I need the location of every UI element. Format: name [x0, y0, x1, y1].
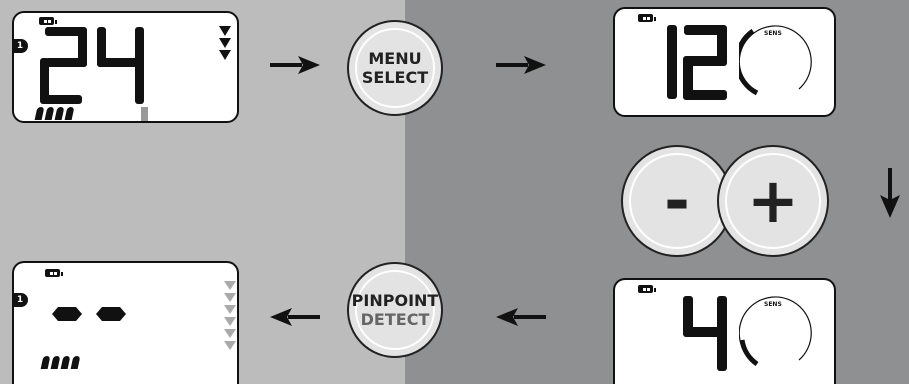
marker-block: [141, 107, 148, 121]
sensitivity-arc-icon: [739, 296, 812, 367]
depth-bars: [40, 356, 82, 369]
select-label: SELECT: [361, 68, 429, 87]
pinpoint-label: PINPOINT: [351, 291, 439, 310]
mode-indicator: 1: [12, 293, 28, 307]
arrow-left-icon: [496, 308, 546, 326]
lcd-screen-main: 1: [12, 11, 239, 123]
depth-bars: [34, 107, 76, 120]
mode-indicator: 1: [12, 39, 28, 53]
sensitivity-arc-icon: [739, 25, 812, 96]
arrow-right-icon: [496, 56, 546, 74]
battery-icon: [638, 285, 656, 293]
battery-icon: [45, 269, 63, 277]
pinpoint-detect-button[interactable]: PINPOINT DETECT: [347, 262, 443, 358]
detect-label: DETECT: [360, 310, 430, 329]
minus-button[interactable]: -: [621, 145, 733, 257]
battery-icon: [39, 17, 57, 25]
plus-button[interactable]: +: [717, 145, 829, 257]
lcd-screen-sensitivity: SENS: [613, 7, 836, 117]
sens-label: SENS: [764, 301, 782, 308]
lcd-screen-sensitivity-adjusted: SENS: [613, 278, 836, 384]
arrow-right-icon: [270, 56, 320, 74]
arrow-left-icon: [270, 308, 320, 326]
menu-select-button[interactable]: MENU SELECT: [347, 20, 443, 116]
lcd-screen-detect: 1: [12, 261, 239, 384]
sens-label: SENS: [764, 30, 782, 37]
target-id-arrows-empty: [224, 281, 236, 353]
menu-label: MENU: [368, 49, 422, 68]
minus-label: -: [664, 164, 690, 237]
battery-icon: [638, 14, 656, 22]
target-id-arrows: [219, 26, 231, 62]
plus-label: +: [747, 164, 799, 237]
arrow-down-icon: [880, 168, 900, 218]
